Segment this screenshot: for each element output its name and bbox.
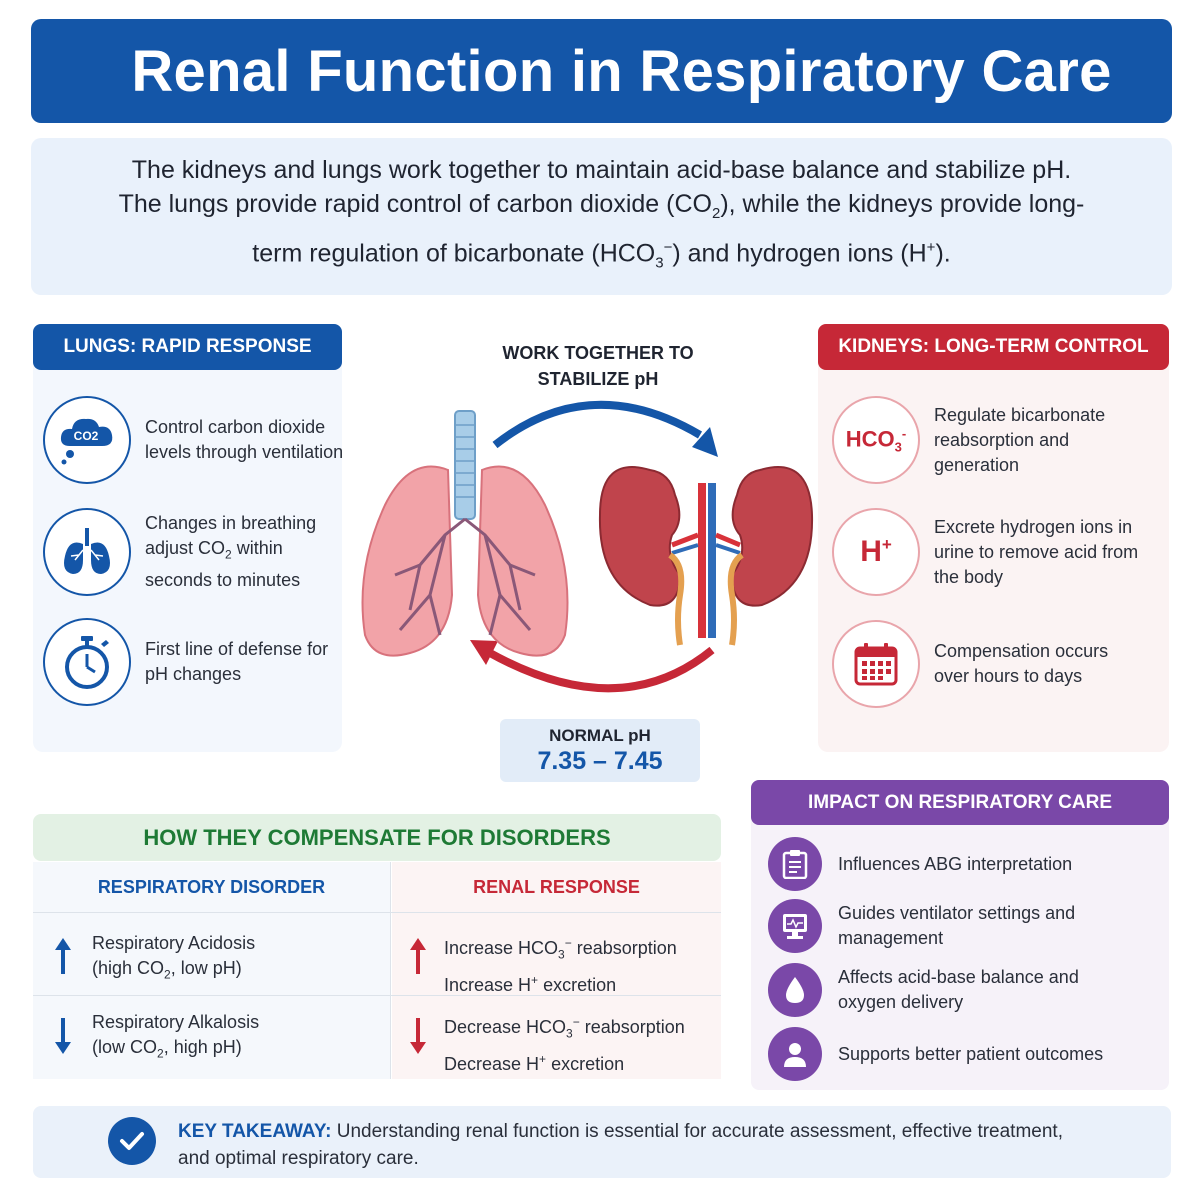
intro-box: The kidneys and lungs work together to m…: [31, 138, 1172, 295]
arrow-up-icon: [410, 938, 426, 974]
normal-ph-value: 7.35 – 7.45: [537, 747, 663, 775]
compensation-left-column: [33, 862, 390, 1079]
key-takeaway-label: KEY TAKEAWAY:: [178, 1121, 332, 1142]
impact-text: Influences ABG interpretation: [838, 853, 1073, 874]
arrow-up-icon: [55, 938, 71, 974]
work-together-label: WORK TOGETHER TO STABILIZE pH: [502, 343, 694, 389]
key-takeaway-box: [33, 1106, 1171, 1178]
disorder-name: Respiratory Acidosis: [92, 933, 256, 953]
impact-item: Guides ventilator settings and managemen…: [768, 899, 1138, 953]
kidneys-item-hydrogen: H+ Excrete hydrogen ions in urine to rem…: [832, 508, 1144, 596]
kidneys-item-compensation: Compensation occurs over hours to days: [832, 620, 1144, 708]
intro-text: The kidneys and lungs work together to m…: [118, 155, 1085, 272]
stopwatch-icon: [43, 618, 131, 706]
clipboard-icon: [768, 837, 822, 891]
kidneys-item-bicarbonate: HCO3- Regulate bicarbonate reabsorption …: [832, 396, 1144, 484]
lungs-illustration: [361, 410, 569, 657]
droplet-icon: [768, 963, 822, 1017]
compensation-right-column: [392, 862, 721, 1079]
table-divider: [33, 912, 721, 913]
impact-text: Supports better patient outcomes: [838, 1043, 1104, 1064]
table-row: Decrease HCO3− reabsorption Decrease H+ …: [444, 1010, 719, 1077]
normal-ph-label: NORMAL pH: [549, 726, 651, 745]
lungs-item-text: Changes in breathing adjust CO2 within s…: [145, 513, 317, 590]
blue-cycle-arrow: [492, 400, 718, 457]
patient-icon: [768, 1027, 822, 1081]
renal-response-line: Decrease H+ excretion: [444, 1051, 625, 1074]
co2-cloud-icon: CO2: [43, 396, 131, 484]
lungs-kidneys-illustration: [361, 400, 814, 693]
lungs-item-co2: CO2 Control carbon dioxide levels throug…: [43, 396, 345, 484]
lungs-item-breathing: Changes in breathing adjust CO2 within s…: [43, 508, 345, 596]
disorder-detail: (high CO2, low pH): [92, 958, 242, 982]
normal-ph-box: NORMAL pH 7.35 – 7.45: [500, 719, 700, 782]
kidneys-panel: KIDNEYS: LONG-TERM CONTROL HCO3- Regulat…: [818, 324, 1169, 752]
kidneys-item-text: Excrete hydrogen ions in urine to remove…: [934, 516, 1139, 587]
red-cycle-arrow: [470, 640, 715, 693]
col-head-respiratory-disorder: RESPIRATORY DISORDER: [97, 876, 326, 897]
impact-text: Guides ventilator settings and managemen…: [838, 903, 1076, 948]
impact-item: Affects acid-base balance and oxygen del…: [768, 963, 1138, 1017]
renal-response-line: Increase H+ excretion: [444, 972, 617, 995]
impact-text: Affects acid-base balance and oxygen del…: [838, 967, 1079, 1012]
disorder-detail: (low CO2, high pH): [92, 1037, 242, 1061]
lungs-item-defense: First line of defense for pH changes: [43, 618, 345, 706]
renal-response-line: Increase HCO3− reabsorption: [444, 936, 677, 962]
title-banner: Renal Function in Respiratory Care: [31, 19, 1172, 123]
hco3-icon: HCO3-: [832, 396, 920, 484]
table-row: Respiratory Acidosis (high CO2, low pH): [92, 931, 382, 988]
table-row: Respiratory Alkalosis (low CO2, high pH): [92, 1010, 382, 1067]
table-divider: [390, 862, 391, 1079]
lungs-item-text: First line of defense for pH changes: [145, 639, 329, 684]
kidneys-panel-heading: KIDNEYS: LONG-TERM CONTROL: [818, 324, 1169, 370]
kidneys-item-text: Compensation occurs over hours to days: [934, 641, 1109, 686]
kidneys-item-text: Regulate bicarbonate reabsorption and ge…: [934, 404, 1106, 475]
impact-item: Supports better patient outcomes: [768, 1027, 1138, 1081]
impact-panel: [751, 780, 1169, 1090]
lungs-panel: LUNGS: RAPID RESPONSE CO2 Control carbon…: [33, 324, 345, 752]
kidneys-illustration: [598, 466, 814, 646]
disorder-name: Respiratory Alkalosis: [92, 1012, 260, 1032]
table-divider: [33, 995, 721, 996]
table-row: Increase HCO3− reabsorption Increase H+ …: [444, 931, 719, 998]
check-circle-icon: [108, 1117, 156, 1165]
lungs-panel-heading: LUNGS: RAPID RESPONSE: [33, 324, 342, 370]
key-takeaway-text: KEY TAKEAWAY: Understanding renal functi…: [178, 1121, 1063, 1169]
col-head-renal-response: RENAL RESPONSE: [473, 876, 640, 897]
hydrogen-ion-icon: H+: [832, 508, 920, 596]
renal-response-line: Decrease HCO3− reabsorption: [444, 1015, 685, 1041]
arrow-down-icon: [410, 1018, 426, 1054]
svg-text:CO2: CO2: [74, 429, 99, 443]
impact-item: Influences ABG interpretation: [768, 837, 1138, 891]
arrow-down-icon: [55, 1018, 71, 1054]
ventilator-icon: [768, 899, 822, 953]
compensation-heading: HOW THEY COMPENSATE FOR DISORDERS: [33, 814, 721, 861]
page-title: Renal Function in Respiratory Care: [131, 38, 1112, 104]
impact-heading: IMPACT ON RESPIRATORY CARE: [751, 780, 1169, 825]
lungs-icon: [43, 508, 131, 596]
calendar-icon: [832, 620, 920, 708]
lungs-item-text: Control carbon dioxide levels through ve…: [145, 417, 344, 462]
